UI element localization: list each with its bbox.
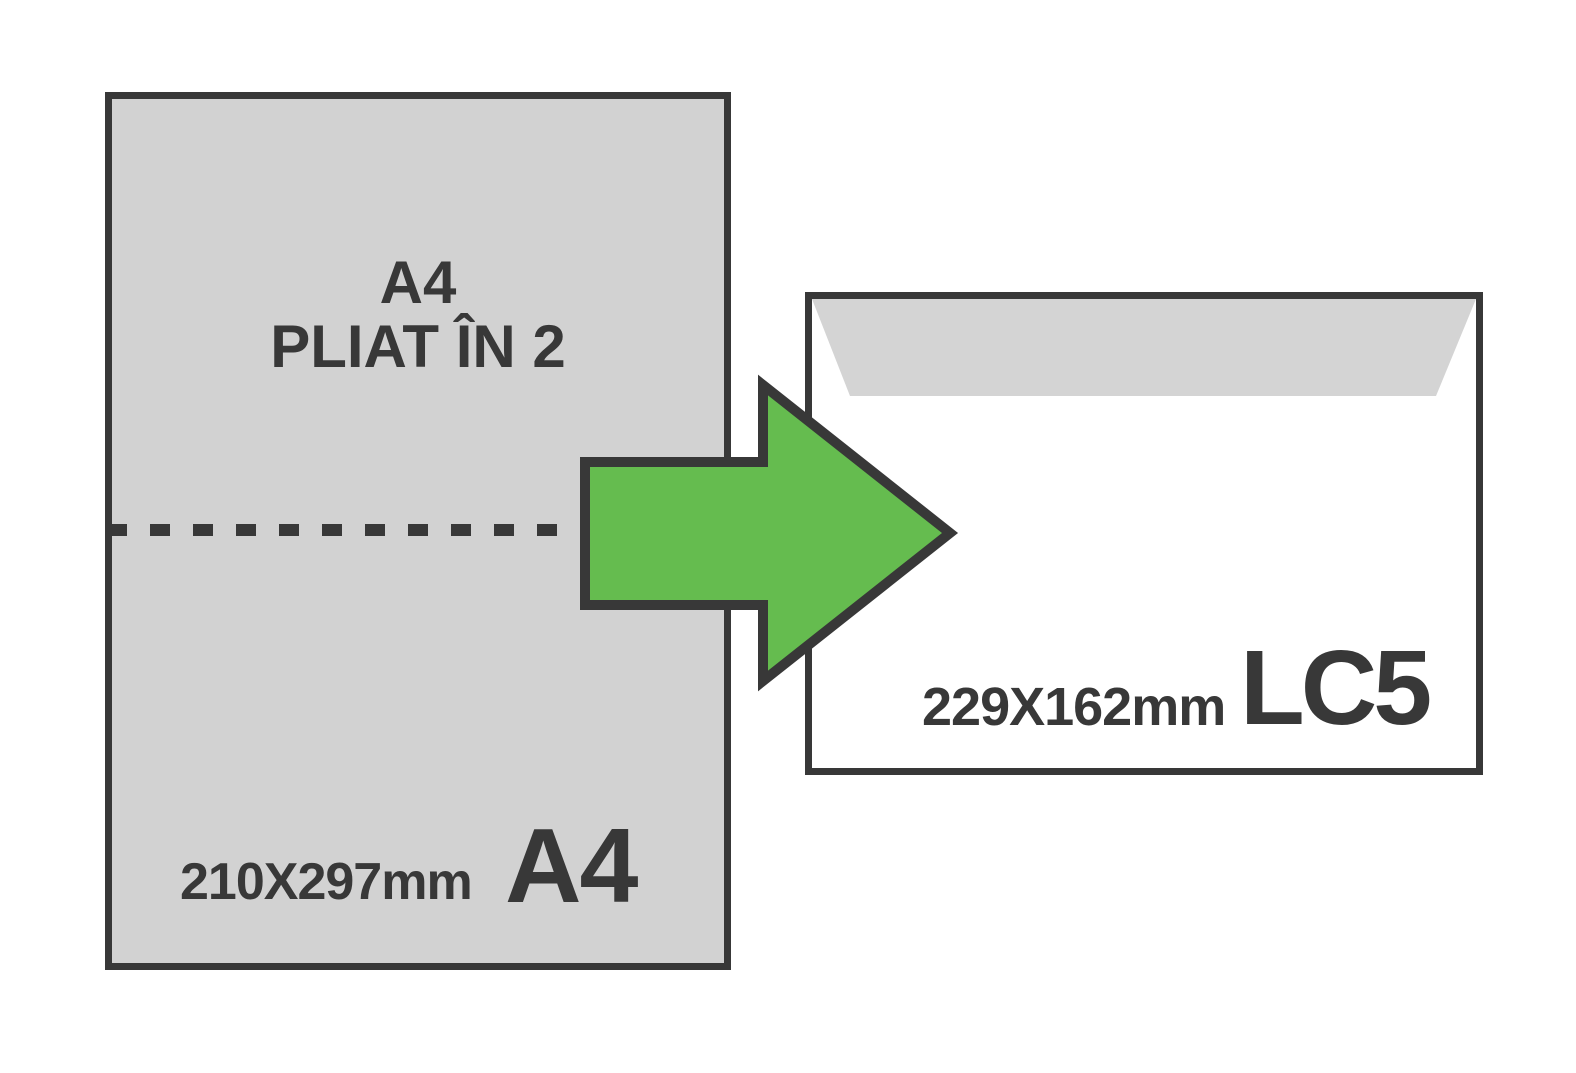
sheet-title-line1: A4 <box>379 249 457 316</box>
envelope-dimensions-label: 229X162mm <box>922 677 1226 737</box>
arrow-right-shape <box>580 374 959 692</box>
sheet-title-line2: PLIAT ÎN 2 <box>270 313 566 380</box>
sheet-format-label: A4 <box>505 807 639 925</box>
envelope-flap <box>812 299 1476 396</box>
envelope-format-label: LC5 <box>1240 629 1432 747</box>
fold-line-dashed <box>107 524 573 536</box>
sheet-title: A4 PLIAT ÎN 2 <box>112 251 724 379</box>
arrow-right-icon <box>580 374 959 692</box>
sheet-dimensions-label: 210X297mm <box>180 853 473 911</box>
